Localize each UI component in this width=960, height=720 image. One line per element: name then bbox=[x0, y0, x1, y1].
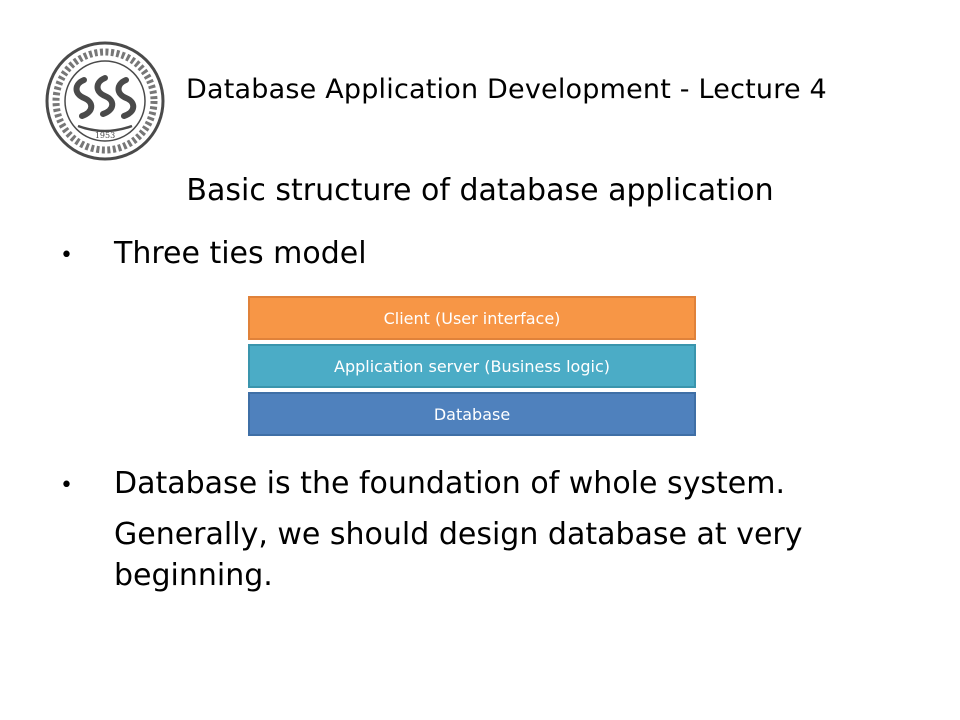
bullet-marker: • bbox=[60, 473, 73, 498]
seal-year: 1953 bbox=[95, 131, 115, 140]
continuation-paragraph: Generally, we should design database at … bbox=[114, 517, 803, 593]
college-seal-icon: 1953 bbox=[45, 41, 165, 161]
tier-database: Database bbox=[248, 392, 696, 436]
bullet-three-tier: Three ties model bbox=[114, 236, 367, 271]
bullet-marker: • bbox=[60, 243, 73, 268]
slide-subtitle: Basic structure of database application bbox=[186, 173, 774, 208]
tier-client: Client (User interface) bbox=[248, 296, 696, 340]
tier-application-server: Application server (Business logic) bbox=[248, 344, 696, 388]
bullet-database-foundation: Database is the foundation of whole syst… bbox=[114, 466, 786, 501]
three-tier-diagram: Client (User interface) Application serv… bbox=[248, 296, 696, 436]
header-title: Database Application Development - Lectu… bbox=[186, 74, 827, 105]
